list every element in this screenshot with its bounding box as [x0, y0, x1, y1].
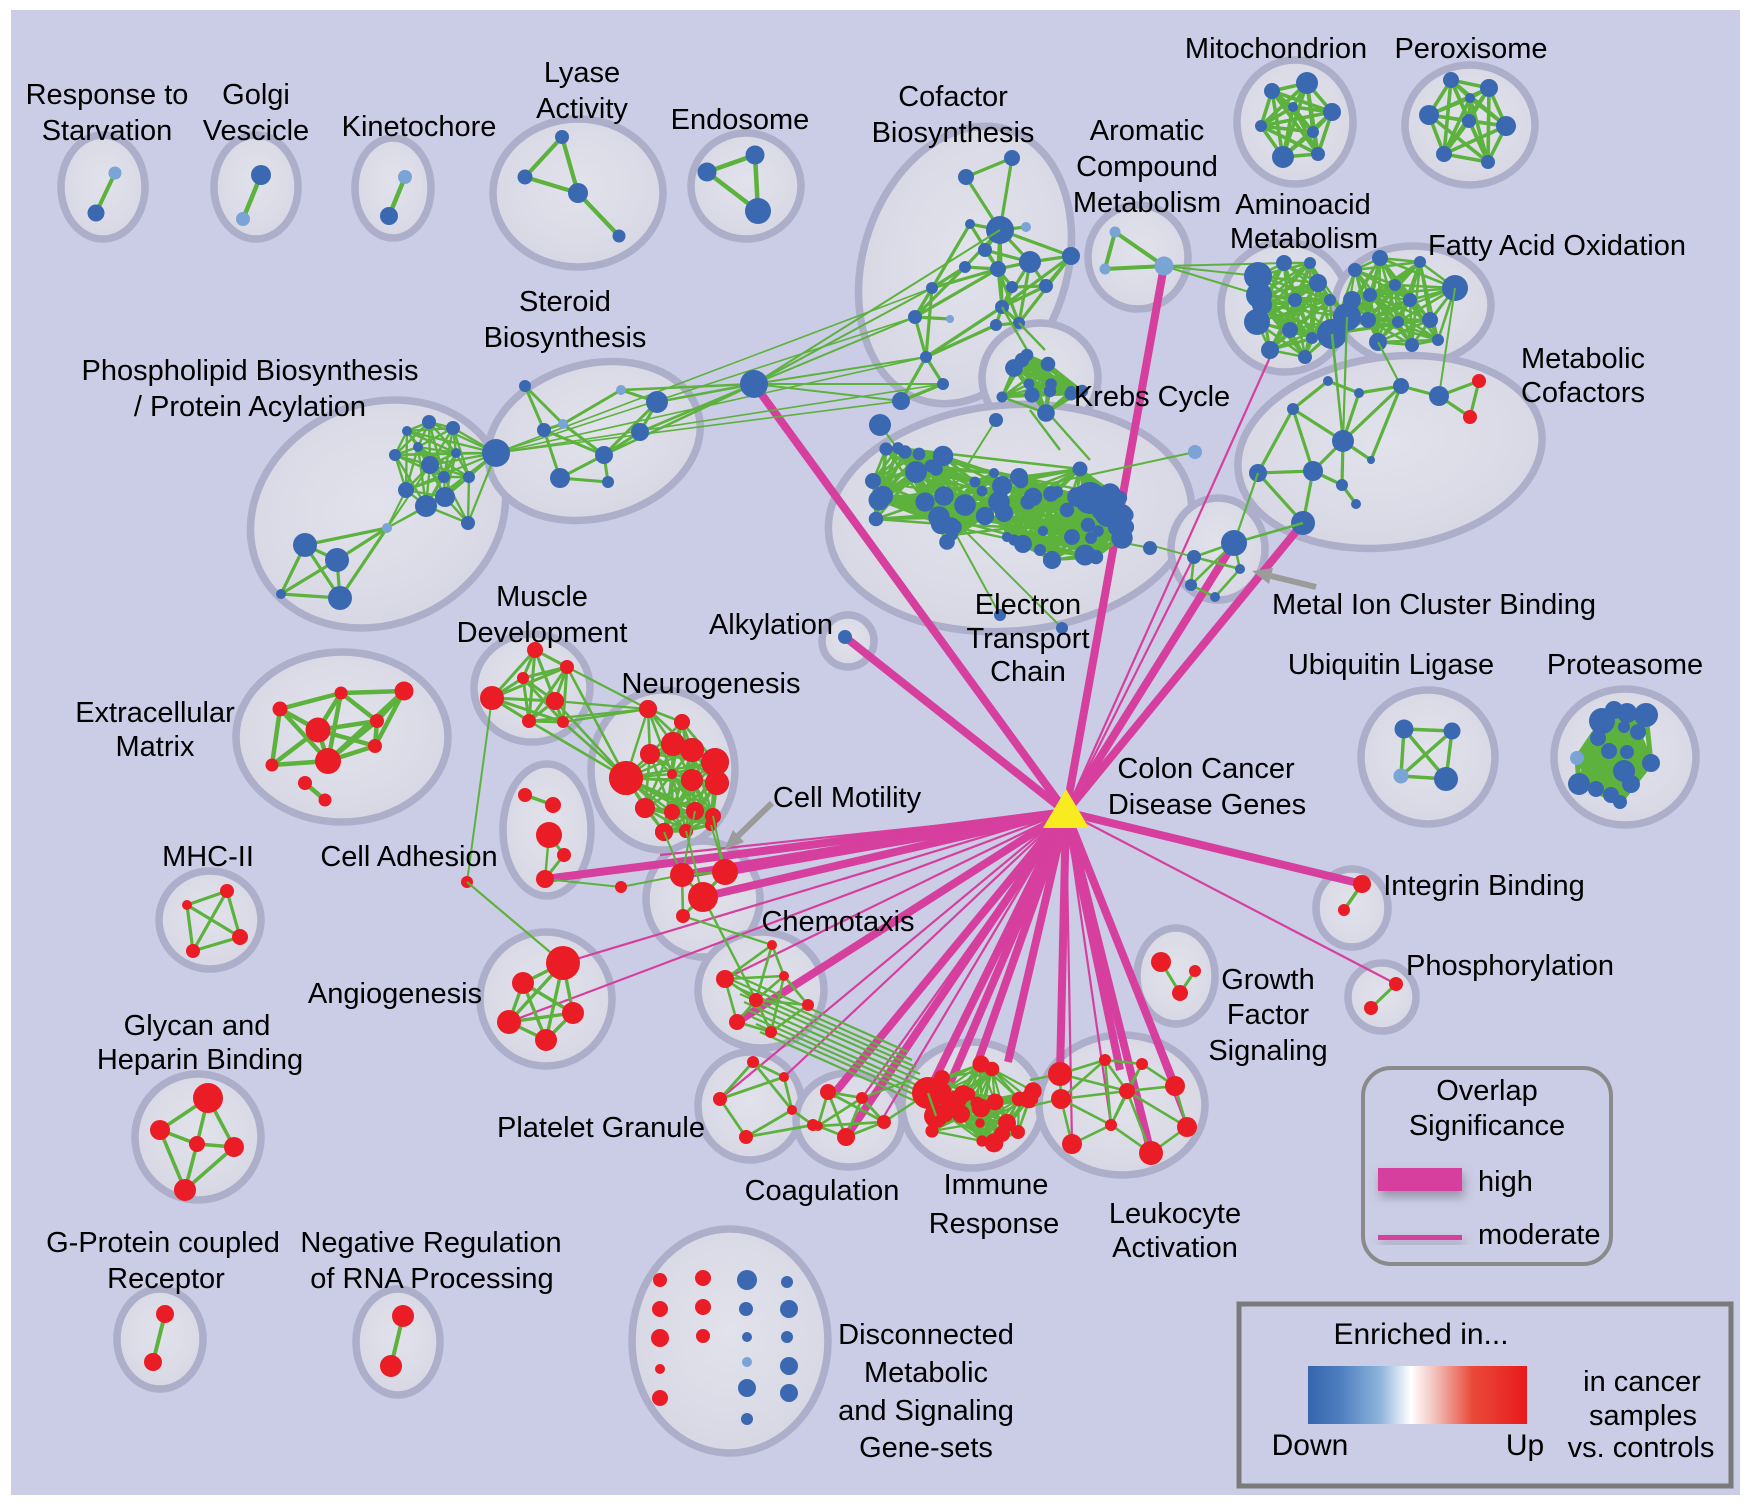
svg-text:Starvation: Starvation — [42, 115, 173, 147]
svg-text:Biosynthesis: Biosynthesis — [484, 322, 647, 354]
svg-text:Peroxisome: Peroxisome — [1394, 33, 1547, 65]
svg-text:Matrix: Matrix — [116, 731, 195, 763]
svg-text:Biosynthesis: Biosynthesis — [872, 117, 1035, 149]
svg-text:samples: samples — [1589, 1400, 1697, 1432]
svg-text:Cofactor: Cofactor — [898, 81, 1008, 113]
svg-text:Response: Response — [929, 1208, 1060, 1240]
svg-text:Phospholipid Biosynthesis: Phospholipid Biosynthesis — [82, 355, 419, 387]
svg-text:and Signaling: and Signaling — [838, 1395, 1014, 1427]
svg-text:Metabolism: Metabolism — [1073, 187, 1221, 219]
svg-text:Metal Ion Cluster Binding: Metal Ion Cluster Binding — [1272, 589, 1596, 621]
svg-text:Overlap: Overlap — [1436, 1075, 1538, 1107]
svg-text:Aminoacid: Aminoacid — [1235, 189, 1370, 221]
svg-text:MHC-II: MHC-II — [162, 841, 254, 873]
svg-text:Metabolic: Metabolic — [1521, 343, 1645, 375]
svg-text:Cofactors: Cofactors — [1521, 377, 1645, 409]
svg-text:Receptor: Receptor — [107, 1263, 225, 1295]
svg-text:of RNA Processing: of RNA Processing — [310, 1263, 553, 1295]
svg-text:Factor: Factor — [1227, 999, 1310, 1031]
svg-text:Steroid: Steroid — [519, 286, 611, 318]
svg-text:Chain: Chain — [990, 656, 1066, 688]
svg-text:Proteasome: Proteasome — [1547, 649, 1703, 681]
svg-text:in cancer: in cancer — [1583, 1366, 1701, 1398]
svg-text:Leukocyte: Leukocyte — [1109, 1198, 1241, 1230]
svg-text:Extracellular: Extracellular — [75, 697, 235, 729]
svg-text:Phosphorylation: Phosphorylation — [1406, 950, 1614, 982]
svg-text:Transport: Transport — [966, 623, 1089, 655]
svg-text:Growth: Growth — [1221, 964, 1314, 996]
svg-text:Aromatic: Aromatic — [1090, 115, 1204, 147]
svg-text:Lyase: Lyase — [544, 57, 620, 89]
svg-text:Immune: Immune — [944, 1169, 1049, 1201]
svg-text:Enriched in...: Enriched in... — [1333, 1318, 1508, 1351]
svg-text:Coagulation: Coagulation — [745, 1175, 900, 1207]
svg-text:Down: Down — [1272, 1429, 1349, 1462]
svg-text:Heparin Binding: Heparin Binding — [97, 1044, 303, 1076]
svg-text:moderate: moderate — [1478, 1219, 1601, 1251]
svg-text:Gene-sets: Gene-sets — [859, 1432, 993, 1464]
svg-text:Metabolism: Metabolism — [1230, 223, 1378, 255]
svg-text:Signaling: Signaling — [1208, 1035, 1327, 1067]
svg-text:Cell Adhesion: Cell Adhesion — [320, 841, 497, 873]
svg-text:Muscle: Muscle — [496, 581, 588, 613]
svg-text:Response to: Response to — [26, 79, 189, 111]
svg-text:Up: Up — [1506, 1429, 1544, 1462]
svg-text:Cell Motility: Cell Motility — [773, 782, 922, 814]
svg-text:Development: Development — [457, 617, 628, 649]
svg-text:Metabolic: Metabolic — [864, 1357, 988, 1389]
svg-text:Mitochondrion: Mitochondrion — [1185, 33, 1367, 65]
svg-text:Platelet Granule: Platelet Granule — [497, 1112, 705, 1144]
svg-text:Neurogenesis: Neurogenesis — [622, 668, 801, 700]
svg-text:Significance: Significance — [1409, 1110, 1565, 1142]
svg-text:G-Protein coupled: G-Protein coupled — [46, 1227, 280, 1259]
svg-text:Disconnected: Disconnected — [838, 1319, 1014, 1351]
svg-text:Vescicle: Vescicle — [203, 115, 309, 147]
svg-text:Alkylation: Alkylation — [709, 609, 833, 641]
svg-text:Krebs Cycle: Krebs Cycle — [1074, 381, 1230, 413]
svg-text:Disease Genes: Disease Genes — [1108, 789, 1306, 821]
svg-text:Colon Cancer: Colon Cancer — [1117, 753, 1295, 785]
svg-text:high: high — [1478, 1166, 1533, 1198]
svg-text:Golgi: Golgi — [222, 79, 290, 111]
svg-text:Ubiquitin Ligase: Ubiquitin Ligase — [1288, 649, 1494, 681]
svg-text:Fatty Acid Oxidation: Fatty Acid Oxidation — [1428, 230, 1686, 262]
svg-text:Negative Regulation: Negative Regulation — [300, 1227, 561, 1259]
svg-text:Compound: Compound — [1076, 151, 1218, 183]
svg-text:Angiogenesis: Angiogenesis — [308, 978, 482, 1010]
svg-text:vs. controls: vs. controls — [1568, 1432, 1715, 1464]
svg-text:Activity: Activity — [536, 93, 628, 125]
svg-text:Electron: Electron — [975, 589, 1081, 621]
svg-text:Endosome: Endosome — [671, 104, 810, 136]
svg-text:Kinetochore: Kinetochore — [342, 111, 497, 143]
svg-text:/ Protein Acylation: / Protein Acylation — [134, 391, 366, 423]
svg-text:Integrin Binding: Integrin Binding — [1383, 870, 1585, 902]
svg-text:Glycan and: Glycan and — [124, 1010, 271, 1042]
svg-text:Chemotaxis: Chemotaxis — [761, 906, 914, 938]
svg-text:Activation: Activation — [1112, 1232, 1238, 1264]
